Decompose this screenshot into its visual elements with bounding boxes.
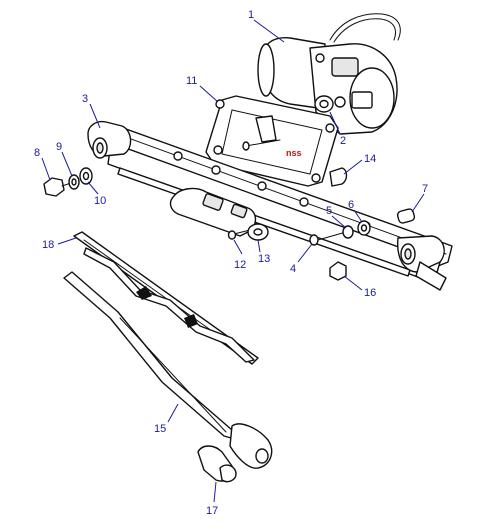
motor-mounting-plate (205, 95, 339, 187)
callout-labels: 1 2 3 4 5 6 7 8 9 10 11 12 13 14 15 16 1… (34, 9, 428, 517)
wiper-motor (257, 13, 401, 135)
callout-12: 12 (234, 259, 246, 271)
callout-15: 15 (154, 423, 166, 435)
callout-4: 4 (290, 263, 296, 275)
nss-annotation: nss (286, 148, 302, 158)
callout-11: 11 (186, 75, 197, 87)
leader-lines (41, 19, 425, 503)
callout-16: 16 (364, 287, 376, 299)
callout-8: 8 (34, 147, 40, 159)
mounting-grommet (329, 167, 348, 187)
crank-bolt (227, 229, 251, 240)
spindle-cap (396, 208, 416, 224)
callout-2: 2 (340, 135, 346, 147)
wiper-arm (63, 271, 273, 469)
callout-17: 17 (206, 505, 218, 517)
spindle-washer (68, 174, 80, 190)
linkage-bolt (309, 231, 347, 246)
spindle-seal (79, 167, 93, 185)
left-wheel-box (87, 120, 132, 159)
linkage-washer (342, 225, 354, 239)
callout-14: 14 (364, 153, 376, 165)
callout-3: 3 (82, 93, 88, 105)
callout-9: 9 (56, 141, 62, 153)
callout-10: 10 (94, 195, 106, 207)
callout-6: 6 (348, 199, 354, 211)
right-wheel-box (397, 235, 447, 291)
wheel-box-nut (329, 261, 347, 281)
arm-cap (197, 445, 237, 483)
callout-7: 7 (422, 183, 428, 195)
wiper-blade (73, 231, 259, 365)
spindle-nut (43, 177, 75, 197)
callout-1: 1 (248, 9, 254, 21)
callout-13: 13 (258, 253, 270, 265)
callout-18: 18 (42, 239, 54, 251)
linkage-bush (357, 220, 371, 236)
callout-5: 5 (326, 205, 332, 217)
crank-bush (247, 223, 269, 241)
